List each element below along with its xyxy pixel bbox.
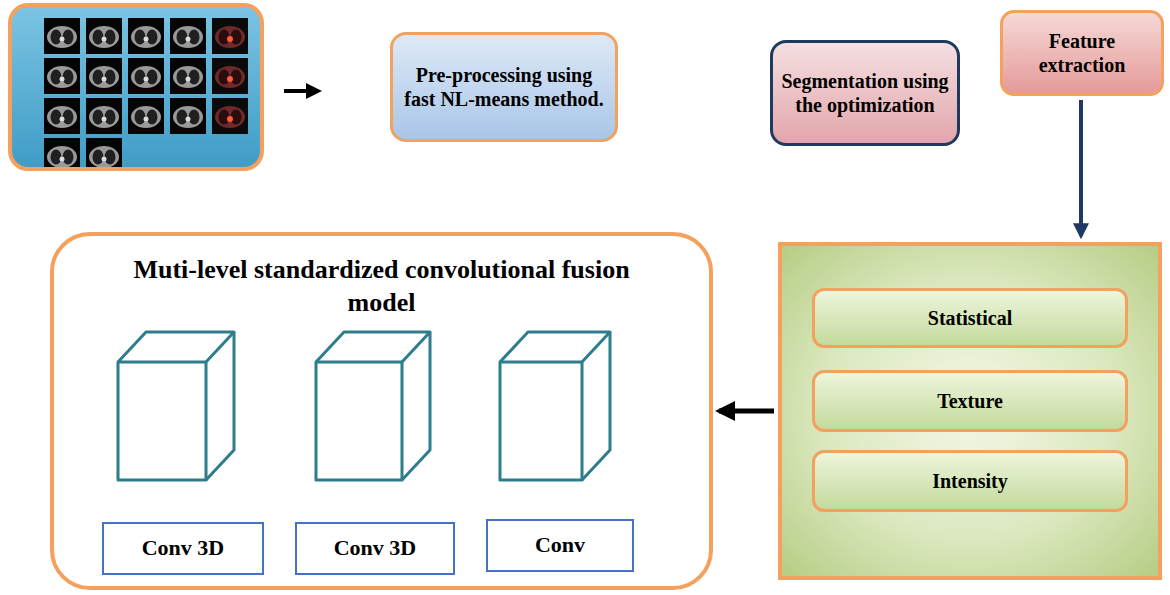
- feature-box: Texture: [812, 370, 1128, 432]
- model-container: Muti-level standardized convolutional fu…: [50, 232, 713, 590]
- flow-arrow: [1079, 100, 1083, 236]
- ct-thumbnail: [44, 138, 80, 167]
- layer-label-box: Conv 3D: [102, 522, 264, 575]
- pet-thumbnail: [212, 18, 248, 54]
- box-label: Conv 3D: [334, 535, 417, 561]
- box-label: Texture: [937, 389, 1003, 413]
- box-label: Pre-processing using fast NL-means metho…: [401, 63, 607, 111]
- feature-panel: StatisticalTextureIntensity: [778, 242, 1162, 580]
- process-box: Segmentation using the optimization: [770, 40, 960, 146]
- layer-label-box: Conv: [486, 519, 634, 572]
- box-label: Conv 3D: [142, 535, 225, 561]
- pet-thumbnail: [212, 58, 248, 94]
- box-label: Feature extraction: [1011, 29, 1153, 77]
- ct-thumbnail: [128, 18, 164, 54]
- ct-thumbnail: [86, 138, 122, 167]
- feature-box: Statistical: [812, 288, 1128, 348]
- box-label: Segmentation using the optimization: [781, 69, 949, 117]
- flow-arrow: [719, 409, 774, 414]
- ct-thumbnail: [86, 98, 122, 134]
- container-title: Muti-level standardized convolutional fu…: [122, 254, 642, 319]
- ct-thumbnail: [86, 58, 122, 94]
- process-box: Pre-processing using fast NL-means metho…: [390, 32, 618, 142]
- ct-thumbnail: [44, 58, 80, 94]
- feature-box: Intensity: [812, 450, 1128, 512]
- conv-cubes: [118, 332, 610, 480]
- cube-icon: [500, 332, 610, 480]
- ct-thumbnail: [128, 98, 164, 134]
- process-box: Feature extraction: [1000, 10, 1164, 96]
- cube-icon: [118, 332, 234, 480]
- ct-thumbnails: [44, 18, 248, 167]
- box-label: Intensity: [932, 469, 1008, 493]
- box-label: Conv: [535, 532, 585, 558]
- ct-thumbnail: [170, 18, 206, 54]
- layer-label-box: Conv 3D: [295, 522, 455, 575]
- cube-icon: [316, 332, 430, 480]
- input-arrow-head: [306, 83, 322, 99]
- pet-thumbnail: [212, 98, 248, 134]
- ct-thumbnail: [44, 18, 80, 54]
- ct-thumbnail: [128, 58, 164, 94]
- ct-thumbnail: [44, 98, 80, 134]
- box-label: Statistical: [928, 306, 1012, 330]
- ct-thumbnail: [170, 58, 206, 94]
- ct-thumbnail: [170, 98, 206, 134]
- ct-thumbnail: [86, 18, 122, 54]
